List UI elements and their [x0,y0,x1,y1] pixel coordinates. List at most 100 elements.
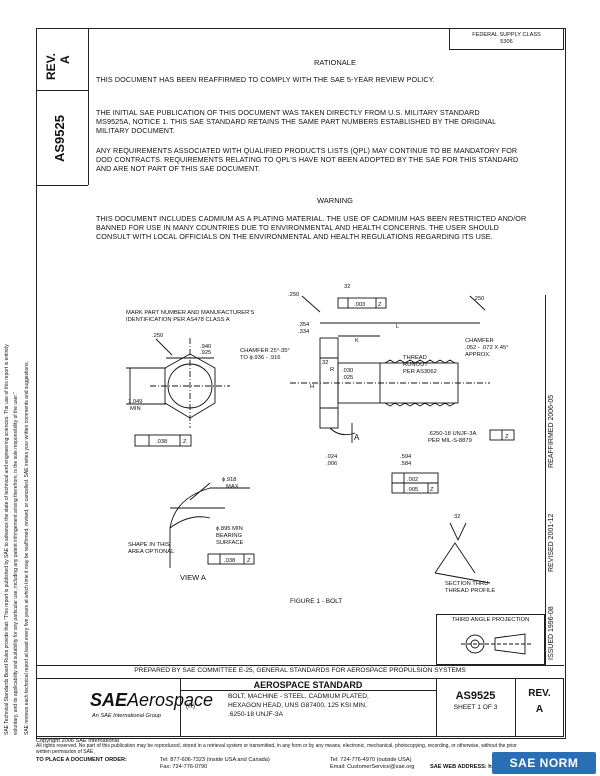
email: Email: CustomerService@sae.org [330,764,415,770]
rev-label: REV. [44,53,58,80]
tol-038: .038 [156,439,167,445]
side-notice-1: SAE Technical Standards Board Rules prov… [4,344,10,735]
header-divider [36,185,88,186]
datum-z2: Z [378,302,382,308]
mark-note-2: IDENTIFICATION PER AS478 CLASS A [126,317,230,323]
header-divider [88,28,89,185]
header-divider [36,90,88,91]
warning-title: WARNING [317,196,353,205]
dim-925: .925 [200,350,211,356]
sae-logo: SAEAerospace [90,690,213,711]
tb-rev-value: A [535,704,544,715]
chamfer-head2: TO ϕ.936 - .916 [240,355,281,361]
rationale-title: RATIONALE [314,58,356,67]
right-margin-divider [545,295,546,665]
dim-L: L [396,324,400,330]
revised-date: REVISED 2001-12 [548,513,555,572]
bearing1: ϕ.895 MIN [216,526,243,532]
view-a: VIEW A [180,573,206,582]
tb-doc-number: AS9525 [455,690,496,702]
third-angle-box: THIRD ANGLE PROJECTION [436,614,545,665]
dim-918: ϕ.918 [222,477,237,483]
title-block [36,678,564,737]
desc-line-2: HEXAGON HEAD, UNS G87400, 125 KSI MIN, [228,702,367,709]
prepared-by: PREPARED BY SAE COMMITTEE E-25, GENERAL … [134,667,466,674]
order-label: TO PLACE A DOCUMENT ORDER: [36,757,127,763]
bearing2: BEARING [216,533,243,539]
dim-030: .030 [342,368,353,374]
thread-spec2: PER MIL-S-8879 [428,438,472,444]
chamfer-tip: CHAMFER [465,338,494,344]
tol-005: .005 [407,487,418,493]
page-frame [36,28,566,739]
federal-supply-class-box: FEDERAL SUPPLY CLASS 5306 [449,28,564,50]
dim-584: .584 [400,461,412,467]
std-title: AEROSPACE STANDARD [253,680,363,690]
desc-line-3: .6250-18 UNJF-3A [228,711,283,718]
prepared-divider [36,665,564,666]
dim-006: .006 [326,461,337,467]
logo-aero: Aerospace [127,690,214,710]
dim-H: H [310,384,314,390]
figure-caption: FIGURE 1 - BOLT [290,598,342,605]
tol-003: .003 [354,302,365,308]
chamfer-head: CHAMFER 25°-35° [240,348,290,354]
dim-940: .940 [200,344,211,350]
sae-norm-badge: SAE NORM [492,752,596,774]
issued-date: ISSUED 1996-08 [548,606,555,660]
datum-z: Z [183,439,187,445]
max-label: MAX [226,484,239,490]
datum-z3: Z [505,434,509,440]
doc-number-vertical: AS9525 [52,115,67,162]
web-address: SAE WEB ADDRESS: http://www.sae.org [430,764,539,770]
thread-runout2: RUNOUT [403,362,428,368]
arrow-A: A [354,433,360,442]
tb-divider [436,678,437,737]
third-angle-label: THIRD ANGLE PROJECTION [451,617,530,623]
dim-K: K [355,338,359,344]
rationale-p2: THE INITIAL SAE PUBLICATION OF THIS DOCU… [96,108,497,135]
logo-sae: SAE [90,690,128,710]
tel-outside: Tel: 724-776-4970 (outside USA) [330,757,412,763]
dim-250c: .250 [473,296,484,302]
bolt-drawing: MARK PART NUMBER AND MANUFACTURER'S IDEN… [126,284,515,605]
fax: Fax: 724-776-0790 [160,764,208,770]
section-label: SECTION THRU [445,581,488,587]
dim-334: .334 [298,329,310,335]
dim-024: .024 [326,454,338,460]
logo-tag: An SAE International Group [92,713,162,719]
dim-250b: .250 [288,292,299,298]
thread-runout: THREAD [403,355,427,361]
dim-594: .594 [400,454,412,460]
section-label2: THREAD PROFILE [445,588,495,594]
dim-32a: 32 [344,284,350,290]
side-notice-3: SAE reviews each technical report at lea… [24,361,30,735]
tb-sheet: SHEET 1 OF 3 [453,704,498,711]
side-notice-2: voluntary, and its applicability and sui… [13,392,19,735]
datum-z4: Z [430,487,434,493]
dim-32b: 32 [322,360,328,366]
shape-note: SHAPE IN THIS [128,542,170,548]
tb-rev-label: REV. [528,688,551,699]
reaffirmed-date: REAFFIRMED 2006-05 [548,394,555,468]
thread-spec: .6250-18 UNJF-3A [428,431,476,437]
rationale-p3: ANY REQUIREMENTS ASSOCIATED WITH QUALIFI… [96,146,519,173]
warning-text: THIS DOCUMENT INCLUDES CADMIUM AS A PLAT… [96,214,527,241]
r-mark: (R) [186,703,196,710]
copyright: Copyright 2006 SAE International [36,738,120,744]
tb-divider [180,690,436,691]
fsc-value: 5306 [500,38,513,45]
mark-note-1: MARK PART NUMBER AND MANUFACTURER'S [126,310,254,316]
tb-divider [180,678,181,737]
dim-354: .354 [298,322,310,328]
dim-R: R [330,367,334,373]
fsc-label: FEDERAL SUPPLY CLASS [472,32,541,38]
bearing3: SURFACE [216,540,244,546]
chamfer-tip2: .052 - .072 X 45° [465,345,509,351]
third-angle-symbol-icon [461,633,532,655]
min-label: MIN [130,406,141,412]
chamfer-tip3: APPROX. [465,352,491,358]
rev-value: A [58,55,72,64]
dim-250a: .250 [152,333,163,339]
tel-usa: Tel: 877-606-7323 (inside USA and Canada… [160,757,270,763]
